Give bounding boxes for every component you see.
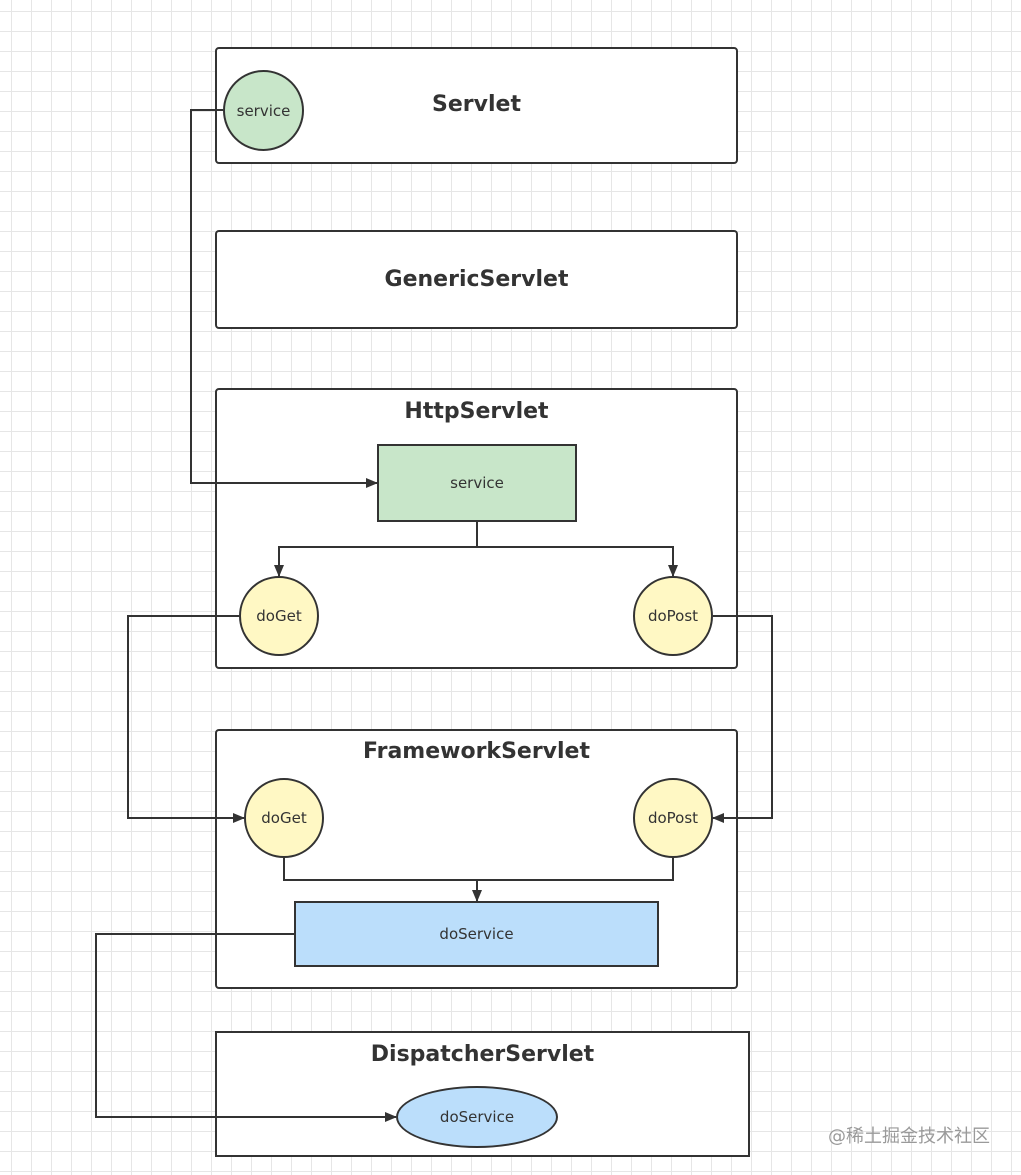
- generic-servlet-class-box: GenericServlet: [215, 230, 738, 329]
- http-servlet-dopost-node: doPost: [633, 576, 713, 656]
- framework-servlet-dopost-node: doPost: [633, 778, 713, 858]
- http-servlet-class-title: HttpServlet: [404, 399, 549, 424]
- watermark: @稀土掘金技术社区: [828, 1126, 990, 1147]
- dispatcher-servlet-doservice-node: doService: [396, 1086, 558, 1148]
- http-servlet-service-node: service: [377, 444, 577, 522]
- dispatcher-servlet-class-title: DispatcherServlet: [370, 1042, 595, 1067]
- framework-servlet-doservice-node: doService: [294, 901, 659, 967]
- framework-servlet-class-title: FrameworkServlet: [362, 739, 590, 764]
- http-servlet-doget-node: doGet: [239, 576, 319, 656]
- generic-servlet-class-title: GenericServlet: [384, 267, 569, 292]
- framework-servlet-doget-node: doGet: [244, 778, 324, 858]
- servlet-service-node: service: [223, 70, 304, 151]
- servlet-class-title: Servlet: [432, 92, 521, 117]
